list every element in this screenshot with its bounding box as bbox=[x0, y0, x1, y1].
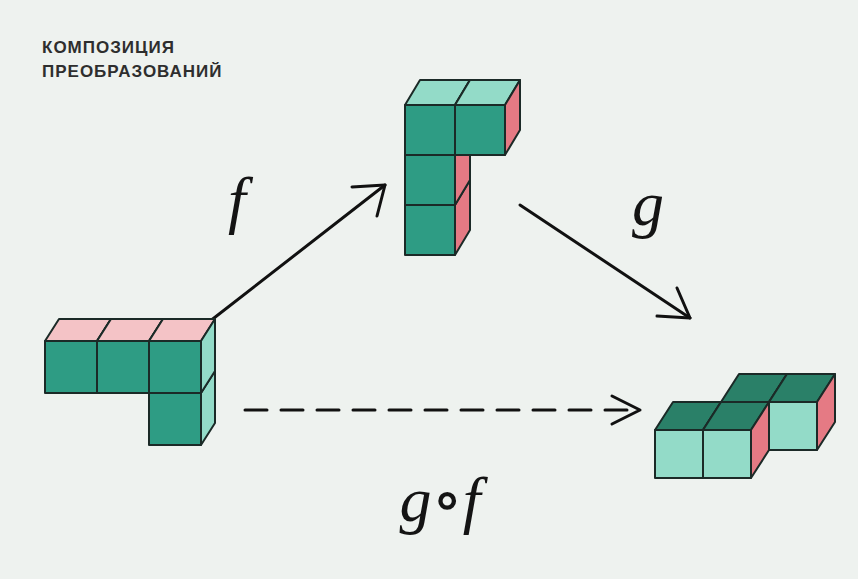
arrow-label: g bbox=[632, 172, 664, 236]
arrow-g bbox=[520, 205, 690, 318]
block-figure bbox=[45, 319, 215, 445]
block-figure bbox=[405, 80, 520, 255]
block-figure bbox=[655, 374, 835, 478]
cube-face bbox=[817, 374, 835, 450]
cube-face bbox=[405, 105, 455, 155]
arrow-composition bbox=[245, 409, 635, 412]
title: КОМПОЗИЦИЯ ПРЕОБРАЗОВАНИЙ bbox=[42, 36, 252, 84]
cube-face bbox=[751, 402, 769, 478]
cube-face bbox=[405, 155, 455, 205]
cube-face bbox=[45, 341, 97, 393]
cube-face bbox=[149, 341, 201, 393]
cube-face bbox=[405, 205, 455, 255]
arrow-label: f bbox=[228, 168, 246, 232]
cube-face bbox=[97, 341, 149, 393]
cube-face bbox=[769, 402, 817, 450]
cube-face bbox=[455, 105, 505, 155]
cube-face bbox=[201, 319, 215, 393]
arrow-label: g∘f bbox=[399, 468, 480, 532]
cube-face bbox=[505, 80, 520, 155]
cube-face bbox=[655, 430, 703, 478]
cube-face bbox=[149, 393, 201, 445]
arrow-head bbox=[612, 396, 640, 424]
cube-face bbox=[703, 430, 751, 478]
arrow-head bbox=[352, 185, 385, 216]
arrow-head bbox=[657, 288, 690, 318]
